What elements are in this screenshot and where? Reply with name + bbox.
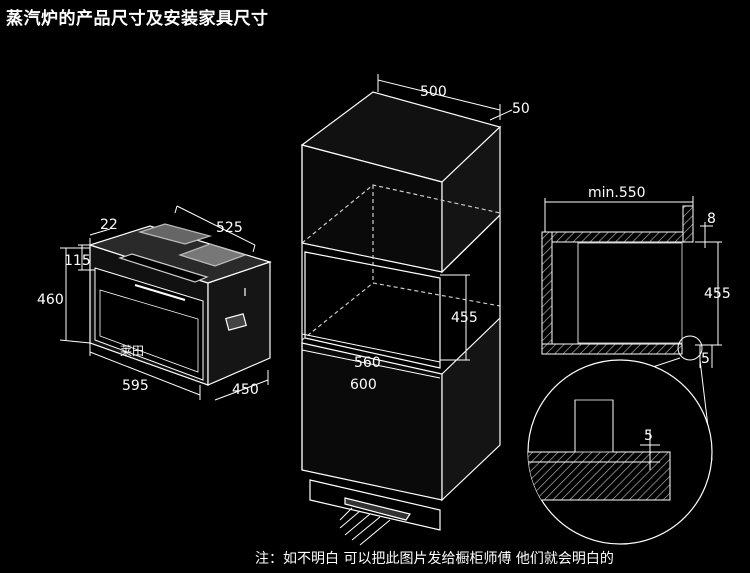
dim-min-depth: min.550 [588,185,646,201]
product-dimension-lines [59,205,269,401]
dim-body-depth: 450 [232,382,259,398]
section-view-drawing [541,205,703,361]
dim-back-gap: 50 [512,101,530,117]
brand-label: 莱田 [120,344,144,358]
dim-opening-height: 455 [451,310,478,326]
dim-depth-top: 22 [100,217,118,233]
steam-oven-drawing [88,223,272,386]
dim-side-depth: 525 [216,220,243,236]
dim-section-height: 455 [704,286,731,302]
dim-bottom-gap: 5 [701,351,710,367]
vent-lines [339,507,391,546]
detail-circle [527,359,713,545]
dim-height: 460 [37,292,64,308]
dim-detail-gap: 5 [644,428,653,444]
cabinet-dimension-lines [301,74,513,379]
dim-panel-height: 115 [64,253,91,269]
page-title: 蒸汽炉的产品尺寸及安装家具尺寸 [6,9,269,29]
dim-inner-width: 560 [354,355,381,371]
dim-outer-width: 600 [350,377,377,393]
tall-cabinet-drawing [300,91,502,531]
dim-top-gap: 8 [707,211,716,227]
dim-cabinet-depth: 500 [420,84,447,100]
footer-note: 注：如不明白 可以把此图片发给橱柜师傅 他们就会明白的 [255,551,614,567]
dim-width: 595 [122,378,149,394]
